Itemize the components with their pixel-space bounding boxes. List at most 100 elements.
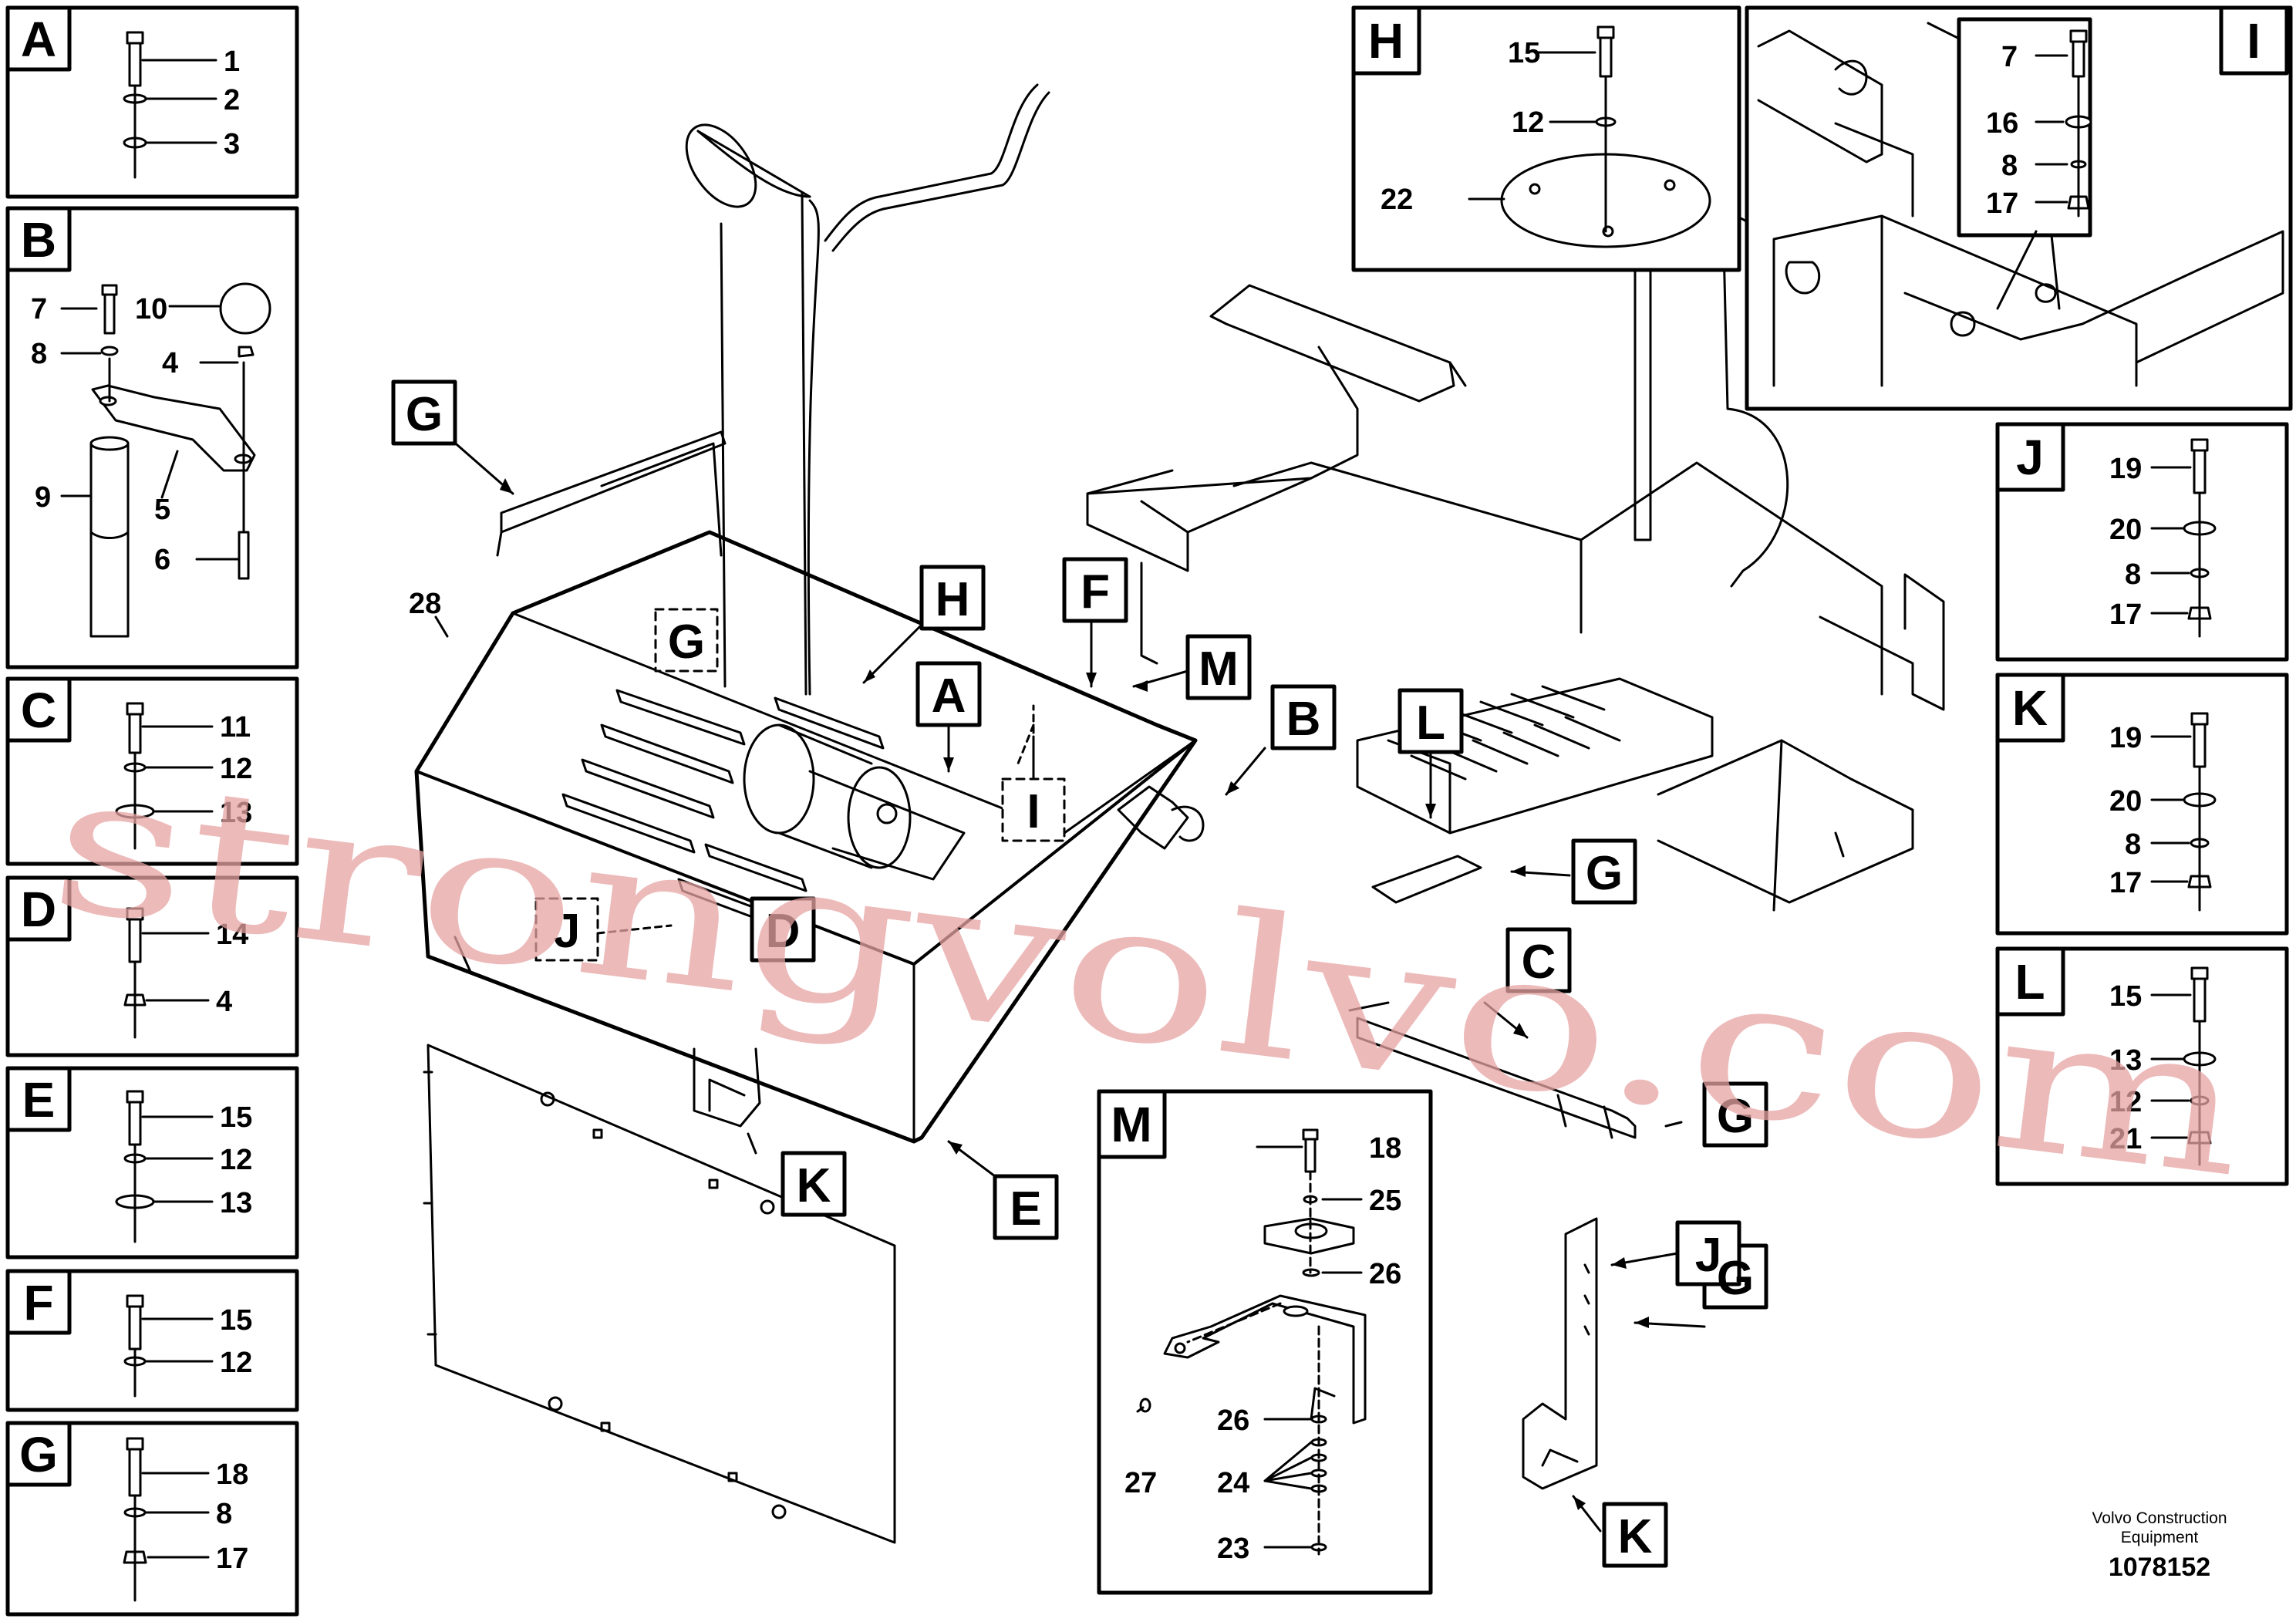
panel-m-letter: M (1111, 1097, 1151, 1152)
panel-h-letter: H (1368, 13, 1404, 69)
panel-g-part-17: 17 (216, 1543, 248, 1575)
panel-l-letter: L (2014, 954, 2045, 1010)
right-side-bracket (1657, 739, 1914, 912)
callout-letters: G H F M A B L I G G J D C G K E J K G (406, 388, 1754, 1563)
panel-f-letter: F (23, 1275, 53, 1330)
panel-i-part-17: 17 (1986, 187, 2018, 220)
panel-d-part-14: 14 (216, 919, 248, 951)
panel-j-part-8: 8 (2125, 558, 2141, 591)
callout-j-1: J (554, 905, 580, 958)
panel-i-part-8: 8 (2001, 150, 2018, 182)
panel-a-letter: A (21, 12, 56, 67)
detail-panel-i: I 7 16 8 17 (1745, 5, 2293, 411)
panel-f-part-15: 15 (220, 1304, 252, 1337)
panel-m-part-26-upper: 26 (1369, 1258, 1401, 1290)
callout-a: A (932, 669, 966, 723)
exhaust-pipe (685, 123, 820, 696)
panel-a-part-2: 2 (224, 84, 240, 116)
assembly-label-28: 28 (409, 588, 441, 620)
panel-k-letter: K (2012, 680, 2048, 736)
panel-m-part-23: 23 (1217, 1533, 1249, 1565)
panel-i-frame-drawing (1757, 22, 2284, 387)
footer-company-line2: Equipment (2121, 1529, 2199, 1546)
callout-g-3: G (1717, 1090, 1754, 1143)
panel-l-part-13: 13 (2109, 1044, 2142, 1077)
detail-panel-f: F 15 12 (5, 1269, 299, 1412)
callout-arrowheads (500, 478, 1649, 1510)
detail-panel-h: H 15 12 22 (1351, 5, 1741, 272)
panel-c-part-13: 13 (220, 797, 252, 829)
panel-k-part-8: 8 (2125, 828, 2141, 861)
exhaust-hose (824, 83, 1050, 252)
detail-panel-g: G 18 8 17 (5, 1421, 299, 1617)
panel-l-part-15: 15 (2109, 980, 2142, 1013)
panel-j-part-19: 19 (2109, 453, 2142, 485)
panel-f-part-12: 12 (220, 1347, 252, 1379)
panel-a-part-3: 3 (224, 128, 240, 160)
panel-m-part-25: 25 (1369, 1185, 1401, 1217)
panel-b-part-10: 10 (135, 293, 167, 325)
hood-louvres (561, 689, 885, 927)
panel-j-part-20: 20 (2109, 514, 2142, 546)
panel-m-part-24: 24 (1217, 1467, 1249, 1499)
panel-b-part-7: 7 (31, 293, 47, 325)
detail-panel-j: J 19 20 8 17 (1995, 422, 2289, 662)
callout-g-4: G (1717, 1252, 1754, 1305)
callout-j-2: J (1695, 1229, 1721, 1282)
detail-panel-m: M 18 25 26 26 27 24 23 (1097, 1089, 1433, 1595)
panel-d-letter: D (21, 882, 56, 937)
callout-g-2: G (1586, 847, 1623, 900)
panel-k-part-19: 19 (2109, 722, 2142, 754)
panel-c-part-11: 11 (220, 711, 251, 744)
detail-panel-l: L 15 13 12 21 (1995, 946, 2289, 1186)
panel-m-part-26-lower: 26 (1217, 1404, 1249, 1437)
panel-c-part-12: 12 (220, 753, 252, 785)
footer-doc-number: 1078152 (2109, 1553, 2210, 1582)
panel-a-part-1: 1 (224, 46, 240, 78)
callout-c: C (1522, 936, 1556, 989)
panel-h-part-15: 15 (1508, 37, 1540, 69)
panel-e-part-12: 12 (220, 1144, 252, 1176)
panel-e-part-13: 13 (220, 1187, 252, 1219)
detail-panel-e: E 15 12 13 (5, 1066, 299, 1259)
detail-panel-k: K 19 20 8 17 (1995, 673, 2289, 936)
callout-boxes (391, 379, 1768, 1568)
panel-b-part-9: 9 (35, 481, 51, 514)
left-rear-bracket (496, 430, 727, 557)
panel-e-part-15: 15 (220, 1101, 252, 1134)
panel-g-part-18: 18 (216, 1458, 248, 1491)
side-door-panel (423, 1044, 896, 1544)
door-hinge (1117, 785, 1205, 850)
lower-rail (1348, 1001, 1637, 1139)
callout-i-dashed-leaders (1017, 704, 1035, 781)
panel-k-part-20: 20 (2109, 785, 2142, 818)
panel-c-letter: C (21, 683, 56, 738)
callout-k-1: K (797, 1159, 831, 1212)
panel-b-part-5: 5 (154, 494, 170, 526)
panel-h-part-22: 22 (1381, 184, 1413, 216)
callout-l: L (1416, 696, 1445, 750)
lower-mount-bracket (1522, 1217, 1598, 1490)
panel-m-part-18: 18 (1369, 1132, 1401, 1165)
detail-panel-d: D 14 4 (5, 875, 299, 1057)
panel-b-part-8: 8 (31, 338, 47, 370)
callout-g-hood: G (668, 615, 705, 669)
callout-b: B (1286, 693, 1321, 746)
callout-k-2: K (1618, 1510, 1653, 1563)
callout-g-1: G (406, 388, 443, 441)
panel-e-letter: E (22, 1072, 56, 1128)
panel-i-letter: I (2247, 13, 2261, 69)
panel-j-letter: J (2016, 430, 2044, 485)
panel-m-part-27: 27 (1124, 1467, 1157, 1499)
callout-e: E (1010, 1182, 1041, 1236)
panel-g-letter: G (19, 1427, 58, 1482)
panel-i-part-16: 16 (1986, 107, 2018, 140)
panel-g-part-8: 8 (216, 1498, 232, 1530)
panel-b-part-4: 4 (162, 347, 178, 379)
callout-j-dashed-leader (596, 924, 673, 935)
hood-bracket (693, 1047, 761, 1128)
panel-j-part-17: 17 (2109, 599, 2142, 631)
callout-h: H (936, 573, 970, 626)
callout-d: D (766, 905, 801, 958)
panel-i-part-7: 7 (2001, 41, 2018, 73)
